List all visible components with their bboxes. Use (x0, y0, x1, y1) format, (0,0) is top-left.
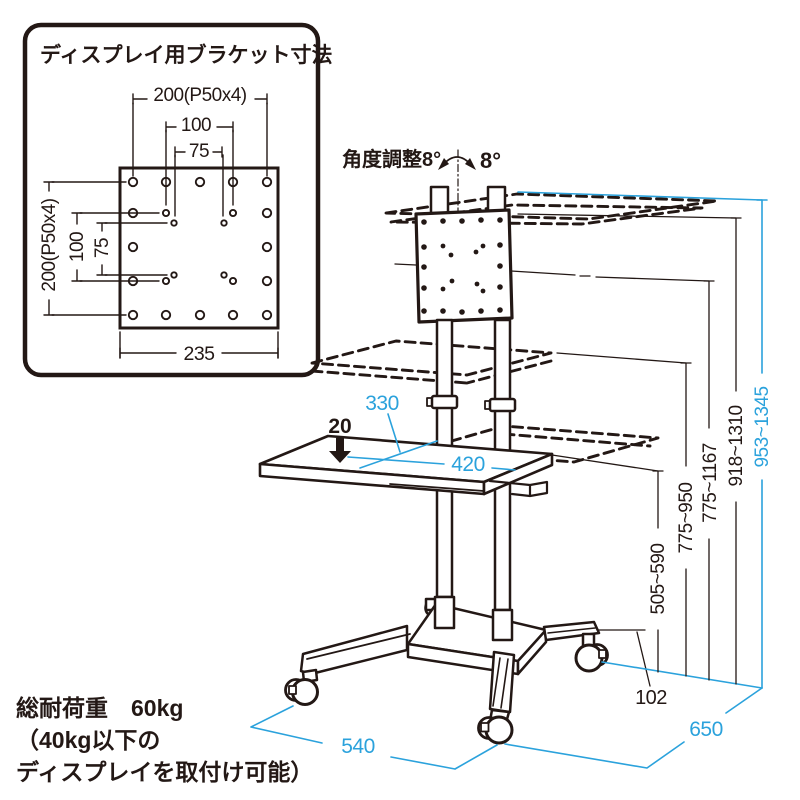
dim-650-label: 650 (689, 718, 723, 741)
dim-420-label: 420 (451, 453, 485, 476)
stand-drawing (250, 149, 768, 770)
tilt-arrowhead-left (438, 158, 449, 170)
dim-540-label: 540 (341, 735, 375, 758)
dim-height-total-label: 953~1345 (752, 386, 773, 467)
pole-right-sleeve (491, 608, 514, 642)
pole-left-sleeve (433, 595, 456, 630)
panel-border (22, 22, 321, 378)
tilt-arrowhead-right (465, 158, 476, 170)
base-assembly (284, 597, 609, 745)
angle-adjust-label: 角度調整8° (342, 147, 441, 171)
dim-650-line (504, 687, 763, 769)
base-arm-left (299, 624, 409, 676)
dim-330-line (359, 413, 438, 469)
panel-dim-100-left: 100 (67, 232, 88, 262)
blue-dimension-lines (250, 191, 768, 770)
panel-dim-235-bottom: 235 (183, 343, 215, 365)
dim-20-label: 20 (328, 415, 351, 438)
pole-clamp-right (488, 397, 517, 413)
dim-height-shelf-label: 505~590 (648, 544, 669, 615)
panel-dimension-lines (43, 93, 279, 359)
height-dimension-lines (652, 217, 742, 685)
angle-right-label: 8° (480, 148, 501, 173)
dim-height-bracket-center-label: 775~1167 (700, 443, 721, 523)
load-capacity-note: 総耐荷重 60kg （40kg以下の ディスプレイを取付け可能） (16, 695, 313, 785)
dim-height-bracket-top-label: 918~1310 (726, 405, 747, 486)
note-line-2: （40kg以下の (16, 727, 160, 753)
bracket-plate-holes (127, 176, 273, 321)
panel-dim-75-top: 75 (189, 141, 209, 162)
shelf-side (482, 452, 554, 496)
vesa-plate-holes (421, 217, 503, 315)
bracket-plate (118, 166, 280, 330)
shelf (258, 434, 554, 498)
leader-lines (394, 213, 737, 687)
dim-330-label: 330 (365, 392, 399, 415)
panel-dim-75-left: 75 (92, 238, 113, 258)
caster-left-icon (284, 668, 319, 706)
dim-height-shelf-upper-label: 775~950 (676, 483, 697, 554)
panel-title: ディスプレイ用ブラケット寸法 (40, 43, 333, 67)
shelf-edge-arrow-icon (329, 438, 351, 463)
note-line-3: ディスプレイを取付け可能） (16, 759, 313, 785)
panel-dim-200-top: 200(P50x4) (153, 85, 246, 106)
panel-dim-200-left: 200(P50x4) (39, 198, 60, 291)
vesa-plate (414, 208, 514, 324)
floor-baseline (601, 661, 763, 689)
caster-right-icon (574, 632, 609, 673)
dim-102-label: 102 (635, 687, 667, 709)
note-line-1: 総耐荷重 60kg (16, 695, 183, 721)
dim-420-line (347, 456, 516, 471)
stand-labels: 角度調整8° 8° 330 420 20 505~590 775~950 775… (328, 147, 773, 758)
shelf-lower-position-dashed (418, 424, 660, 464)
post-left (429, 185, 450, 217)
dim-540-line (250, 705, 498, 770)
caster-front-icon (477, 708, 514, 745)
shelf-upper-position-dashed (310, 339, 553, 385)
panel-dim-100-top: 100 (181, 115, 211, 136)
shelf-bracket (488, 479, 549, 498)
base-platform-side (516, 628, 548, 676)
pole-clamp-left (430, 394, 459, 410)
bracket-panel: ディスプレイ用ブラケット寸法 (22, 22, 333, 378)
